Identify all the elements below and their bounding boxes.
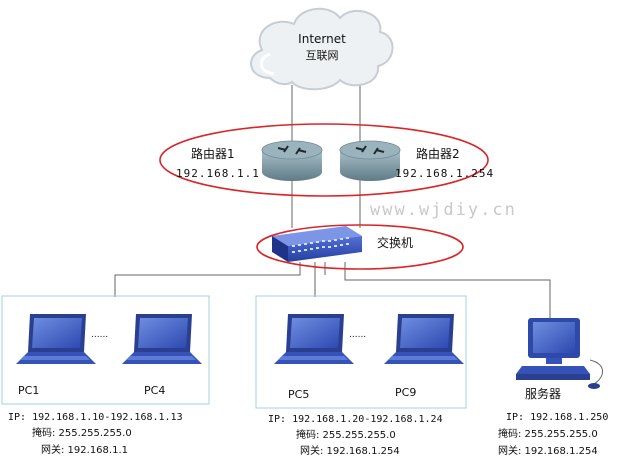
group-2-gateway: 网关: 192.168.1.254 — [300, 444, 400, 457]
server-mask: 掩码: 255.255.255.0 — [498, 427, 598, 440]
server-gateway: 网关: 192.168.1.254 — [498, 444, 598, 457]
laptop-pc4-icon[interactable] — [122, 314, 202, 364]
router-2-name: 路由器2 — [416, 146, 460, 161]
internet-subtitle: 互联网 — [306, 49, 339, 62]
group-2-mask: 掩码: 255.255.255.0 — [296, 428, 396, 441]
group-1-ip: IP: 192.168.1.10-192.168.1.13 — [8, 412, 183, 423]
switch-label: 交换机 — [377, 235, 413, 250]
internet-title: Internet — [298, 32, 346, 46]
router-1-name: 路由器1 — [191, 146, 235, 161]
router-1-ip: 192.168.1.1 — [176, 167, 260, 180]
server-ip: IP: 192.168.1.250 — [506, 412, 608, 423]
internet-cloud-icon — [250, 7, 394, 91]
server-label: 服务器 — [525, 386, 561, 401]
watermark-text: www.wjdiy.cn — [370, 200, 517, 220]
switch-highlight-ellipse — [256, 224, 464, 270]
pc4-label: PC4 — [144, 384, 165, 397]
group-2-ellipsis: ...... — [349, 330, 366, 340]
switch-icon[interactable] — [272, 226, 362, 262]
laptop-pc9-icon[interactable] — [384, 314, 464, 364]
pc5-label: PC5 — [288, 388, 309, 401]
routers-highlight-ellipse — [159, 123, 489, 197]
group-1-mask: 掩码: 255.255.255.0 — [32, 426, 132, 439]
pc9-label: PC9 — [395, 386, 416, 399]
pc-group-1-box — [1, 295, 210, 405]
pc1-label: PC1 — [18, 384, 39, 397]
router-1-icon[interactable] — [261, 140, 323, 181]
group-2-ip: IP: 192.168.1.20-192.168.1.24 — [268, 414, 443, 425]
connection-lines — [114, 85, 551, 318]
laptop-pc1-icon[interactable] — [16, 314, 96, 364]
router-2-ip: 192.168.1.254 — [395, 167, 494, 180]
router-2-icon[interactable] — [339, 140, 401, 181]
laptop-pc5-icon[interactable] — [274, 314, 354, 364]
group-1-gateway: 网关: 192.168.1.1 — [41, 443, 128, 456]
group-1-ellipsis: ...... — [91, 330, 108, 340]
pc-group-2-box — [255, 295, 467, 409]
server-icon[interactable] — [516, 318, 603, 389]
